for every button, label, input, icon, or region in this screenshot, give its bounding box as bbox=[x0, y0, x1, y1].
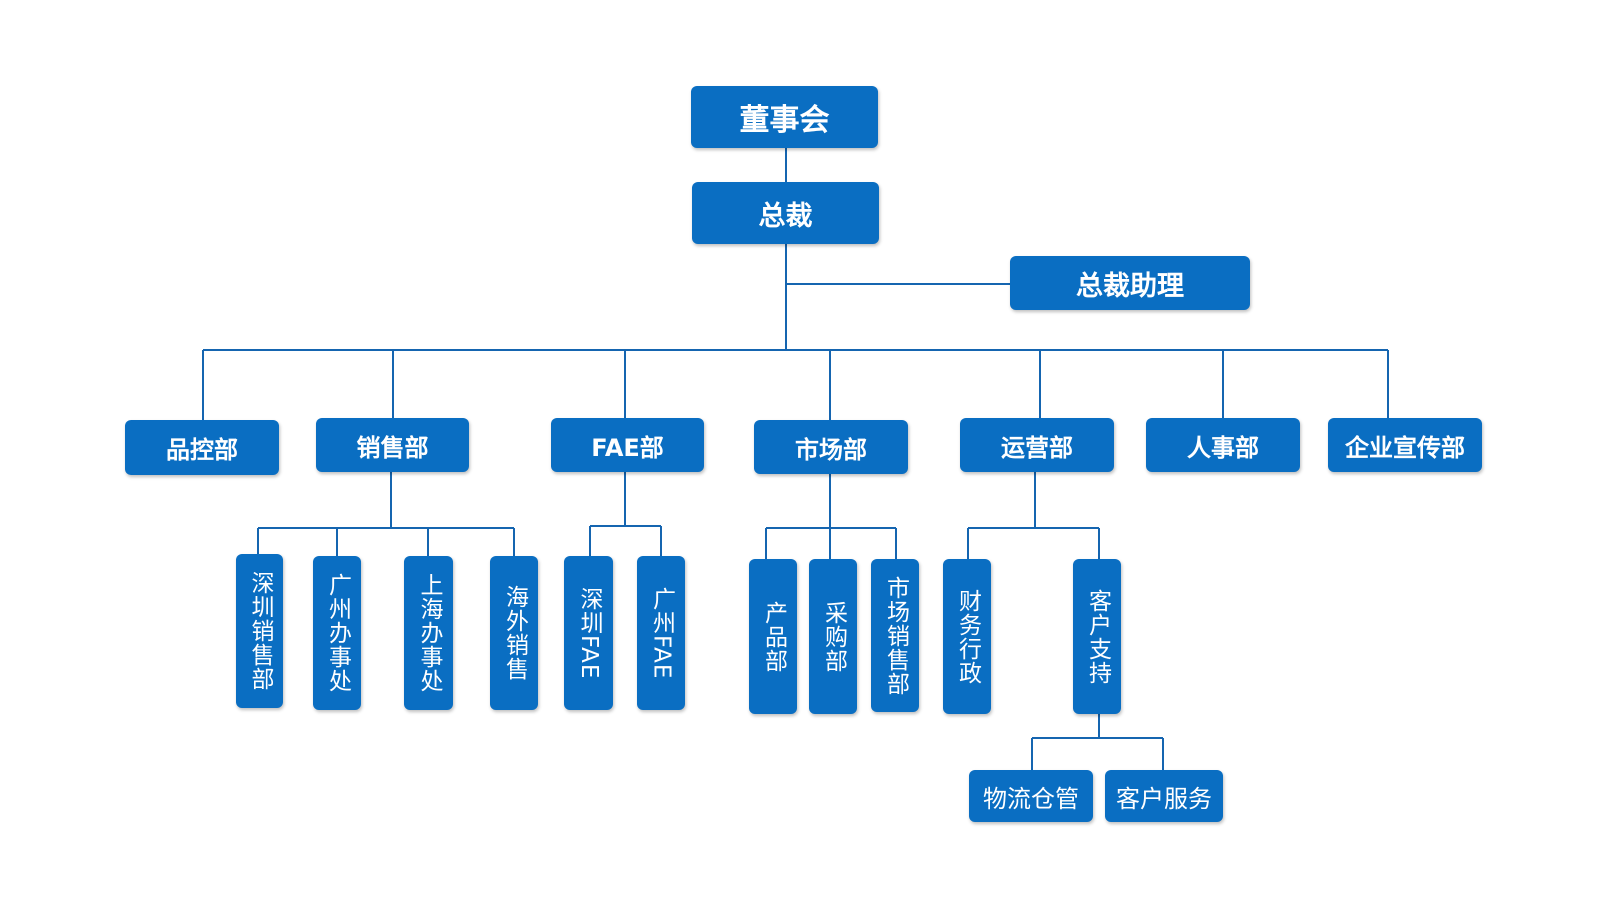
board-box: 董事会 bbox=[691, 86, 878, 148]
sub-product: 产品部 bbox=[749, 559, 797, 714]
sub-finance-admin: 财务行政 bbox=[943, 559, 991, 714]
sub-overseas-sales: 海外销售 bbox=[490, 556, 538, 710]
dept-label: FAE部 bbox=[591, 433, 664, 462]
dept-label: 销售部 bbox=[356, 433, 429, 462]
dept-label: 运营部 bbox=[1001, 433, 1073, 462]
sub-market-sales: 市场销售部 bbox=[871, 559, 919, 712]
sub-guangzhou-office: 广州办事处 bbox=[313, 556, 361, 710]
dept-pinkong: 品控部 bbox=[125, 420, 279, 475]
president-box: 总裁 bbox=[692, 182, 879, 244]
dept-label: 人事部 bbox=[1187, 433, 1259, 462]
dept-label: 品控部 bbox=[166, 436, 238, 464]
assistant-box: 总裁助理 bbox=[1010, 256, 1250, 310]
dept-label: 企业宣传部 bbox=[1345, 433, 1465, 462]
president-label: 总裁 bbox=[758, 200, 813, 232]
dept-shichang: 市场部 bbox=[754, 420, 908, 474]
dept-fae: FAE部 bbox=[551, 418, 704, 472]
sub-shanghai-office: 上海办事处 bbox=[404, 556, 453, 710]
dept-xiaoshou: 销售部 bbox=[316, 418, 469, 472]
sub-shenzhen-sales: 深圳销售部 bbox=[236, 554, 283, 708]
sub-logistics: 物流仓管 bbox=[969, 770, 1093, 822]
dept-renshi: 人事部 bbox=[1146, 418, 1300, 472]
dept-label: 市场部 bbox=[795, 435, 867, 464]
sub-shenzhen-fae: 深圳FAE bbox=[564, 556, 613, 710]
assistant-label: 总裁助理 bbox=[1076, 270, 1184, 302]
dept-yunying: 运营部 bbox=[960, 418, 1114, 472]
sub-purchasing: 采购部 bbox=[809, 559, 857, 714]
sub-customer-service: 客户服务 bbox=[1105, 770, 1223, 822]
sub-customer-support: 客户支持 bbox=[1073, 559, 1121, 714]
board-label: 董事会 bbox=[739, 103, 830, 138]
dept-xuanchuan: 企业宣传部 bbox=[1328, 418, 1482, 472]
sub-guangzhou-fae: 广州FAE bbox=[637, 556, 685, 710]
